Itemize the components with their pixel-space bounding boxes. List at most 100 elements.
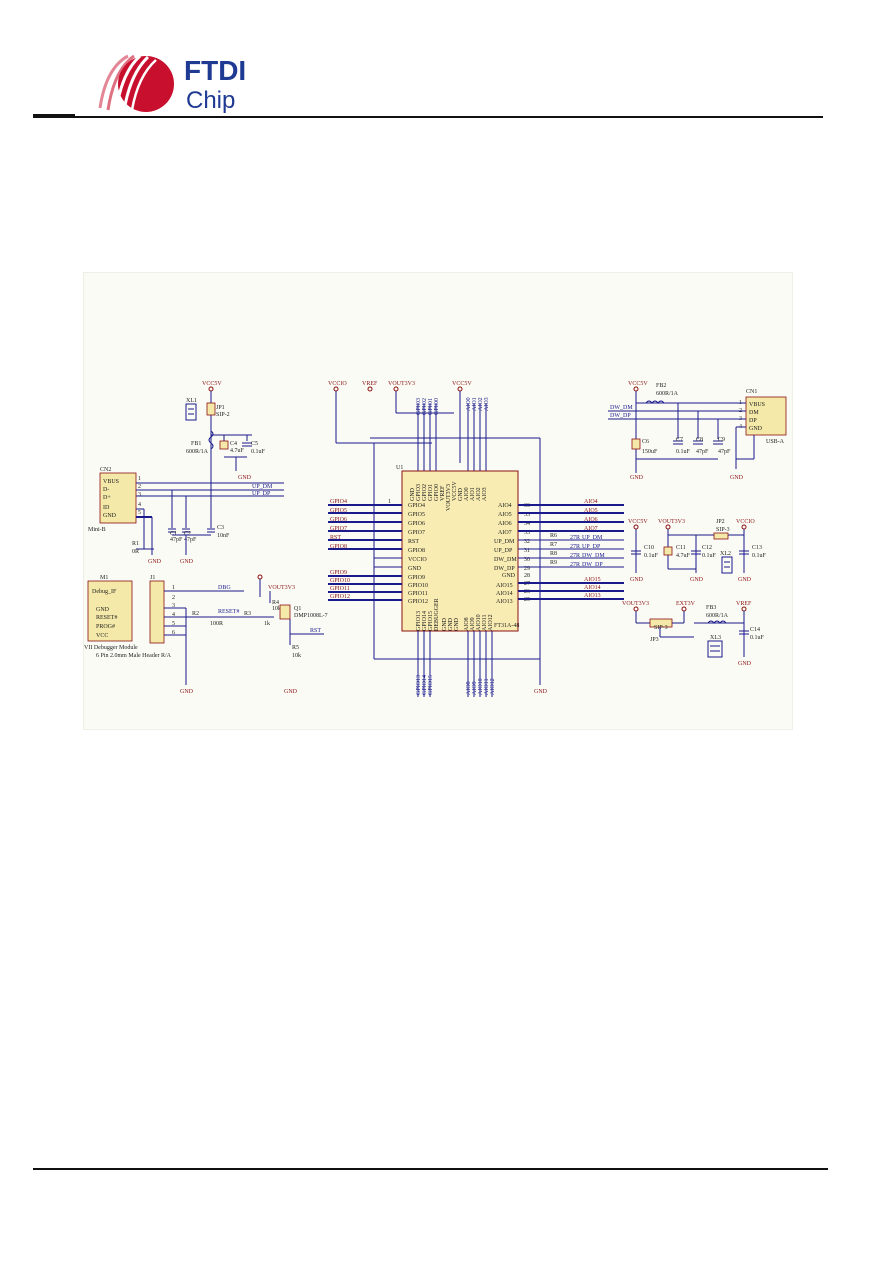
- svg-text:D-: D-: [103, 487, 109, 493]
- svg-text:RST: RST: [330, 535, 341, 541]
- svg-text:FB1: FB1: [191, 441, 201, 447]
- svg-text:ID: ID: [103, 505, 110, 511]
- svg-text:GND: GND: [730, 475, 744, 481]
- svg-text:R3: R3: [244, 611, 251, 617]
- svg-text:AIO10: AIO10: [476, 614, 482, 631]
- svg-text:100R: 100R: [210, 621, 223, 627]
- svg-text:30: 30: [524, 557, 530, 563]
- svg-text:AIO15: AIO15: [496, 583, 513, 589]
- svg-text:CN2: CN2: [100, 467, 111, 473]
- svg-text:10nF: 10nF: [217, 533, 230, 539]
- svg-text:4: 4: [138, 502, 141, 508]
- svg-text:GPIO10: GPIO10: [330, 578, 350, 584]
- svg-text:29: 29: [524, 566, 530, 572]
- svg-text:31: 31: [524, 548, 530, 554]
- schematic-svg: .w{stroke:#1a1a8c;stroke-width:1;fill:no…: [84, 381, 787, 697]
- svg-text:GND: GND: [284, 689, 298, 695]
- svg-text:Q1: Q1: [294, 606, 301, 612]
- svg-text:AIO4: AIO4: [584, 499, 598, 505]
- svg-text:Debug_IF: Debug_IF: [92, 589, 117, 595]
- svg-text:R9: R9: [550, 560, 557, 566]
- svg-text:GPIO8: GPIO8: [330, 544, 347, 550]
- m1-debug-module: M1 Debug_IF GND RESET# PROG# VCC VII Deb…: [84, 575, 172, 659]
- svg-text:27R: 27R: [570, 544, 580, 550]
- svg-text:GND: GND: [96, 607, 110, 613]
- svg-text:JP2: JP2: [716, 519, 725, 525]
- svg-text:GND: GND: [738, 577, 752, 583]
- svg-text:GND: GND: [454, 617, 460, 631]
- svg-text:FT31A-48: FT31A-48: [494, 623, 519, 629]
- usb-a-supply-section: VCC5V FB2 600R/1A CN1 VBUS DM DP GND 1 2…: [608, 381, 787, 481]
- svg-text:DM: DM: [749, 410, 759, 416]
- svg-text:GND: GND: [180, 689, 194, 695]
- svg-text:AIO9: AIO9: [470, 617, 476, 631]
- svg-text:6: 6: [172, 630, 175, 636]
- svg-text:10k: 10k: [292, 653, 301, 659]
- svg-text:XL3: XL3: [710, 635, 721, 641]
- svg-text:VOUT3V3: VOUT3V3: [268, 585, 295, 591]
- svg-text:GPIO7: GPIO7: [330, 526, 347, 532]
- svg-text:AIO5: AIO5: [498, 512, 512, 518]
- svg-text:27R: 27R: [570, 535, 580, 541]
- svg-text:GND: GND: [148, 559, 162, 565]
- svg-text:R6: R6: [550, 533, 557, 539]
- u1-right-nets: AIO4 AIO5 AIO6 AIO7 R6 27R UP_DM R7 27R …: [518, 499, 624, 600]
- svg-text:GPIO8: GPIO8: [408, 548, 425, 554]
- svg-text:SIP-2: SIP-2: [216, 412, 230, 418]
- svg-text:27R: 27R: [570, 553, 580, 559]
- svg-text:34: 34: [524, 521, 530, 527]
- svg-text:C5: C5: [251, 441, 258, 447]
- svg-text:EXT3V: EXT3V: [676, 601, 696, 607]
- svg-text:VCC: VCC: [96, 633, 108, 639]
- cn2-mini-usb-connector: CN2 VBUS D- D+ ID GND 1 2 3 4 5 Mini-B: [88, 467, 284, 533]
- svg-text:600R/1A: 600R/1A: [706, 613, 729, 619]
- svg-text:GPIO7: GPIO7: [408, 530, 425, 536]
- svg-text:GPIO6: GPIO6: [330, 517, 347, 523]
- svg-text:AIO14: AIO14: [584, 585, 601, 591]
- svg-text:J1: J1: [150, 575, 155, 581]
- svg-text:AIO2: AIO2: [476, 487, 482, 501]
- svg-text:VREF: VREF: [440, 485, 446, 501]
- svg-text:R8: R8: [550, 551, 557, 557]
- svg-text:XL1: XL1: [186, 398, 197, 404]
- svg-text:RESET#: RESET#: [218, 609, 239, 615]
- decoupling-section: VCC5V C10 0.1uF GND VOUT3V3 C11 4.7uF C1…: [628, 519, 767, 583]
- svg-text:AIO11: AIO11: [482, 615, 488, 631]
- j1-header: J1 1 2 3 4 5 6 GND: [149, 575, 274, 695]
- svg-text:AIO6: AIO6: [498, 521, 512, 527]
- svg-text:JP3: JP3: [650, 637, 659, 643]
- svg-text:47pF: 47pF: [718, 449, 731, 455]
- svg-text:DW_DP: DW_DP: [582, 562, 603, 568]
- svg-text:U1: U1: [396, 465, 403, 471]
- svg-text:GPIO3: GPIO3: [416, 484, 422, 501]
- svg-text:GPIO6: GPIO6: [408, 521, 425, 527]
- svg-text:47pF: 47pF: [184, 537, 197, 543]
- svg-text:0.1uF: 0.1uF: [676, 449, 691, 455]
- logo-brand-text: FTDI: [184, 55, 246, 86]
- svg-text:PROG#: PROG#: [96, 624, 115, 630]
- svg-text:DW_DM: DW_DM: [610, 405, 633, 411]
- svg-text:R1: R1: [132, 541, 139, 547]
- svg-text:UP_DP: UP_DP: [582, 544, 601, 550]
- c4-c5-caps: C4 4.7uF C5 0.1uF GND: [211, 434, 266, 481]
- jp1-jumper: JP1 SIP-2: [206, 402, 230, 418]
- svg-text:DP: DP: [749, 418, 757, 424]
- svg-text:32: 32: [524, 539, 530, 545]
- svg-text:GPIO10: GPIO10: [408, 583, 428, 589]
- svg-text:5: 5: [138, 510, 141, 516]
- svg-text:GND: GND: [690, 577, 704, 583]
- reset-circuit: R2 100R RESET# R3 1k VOUT3V3 R4 10k Q1 D…: [192, 574, 328, 695]
- svg-text:AIO6: AIO6: [584, 517, 598, 523]
- svg-text:R5: R5: [292, 645, 299, 651]
- svg-text:1: 1: [138, 476, 141, 482]
- svg-text:GND: GND: [448, 617, 454, 631]
- u1-top-nets: GPIO3 GPIO2 GPIO1 GPIO0 AIO0 AIO1 AIO2 A…: [416, 397, 490, 471]
- svg-text:GND: GND: [738, 661, 752, 667]
- svg-text:C9: C9: [718, 437, 725, 443]
- svg-text:C2: C2: [184, 531, 191, 537]
- svg-text:R7: R7: [550, 542, 557, 548]
- svg-text:3: 3: [172, 603, 175, 609]
- svg-text:GND: GND: [180, 559, 194, 565]
- svg-text:GPIO9: GPIO9: [330, 570, 347, 576]
- svg-text:VCC5V: VCC5V: [452, 481, 458, 501]
